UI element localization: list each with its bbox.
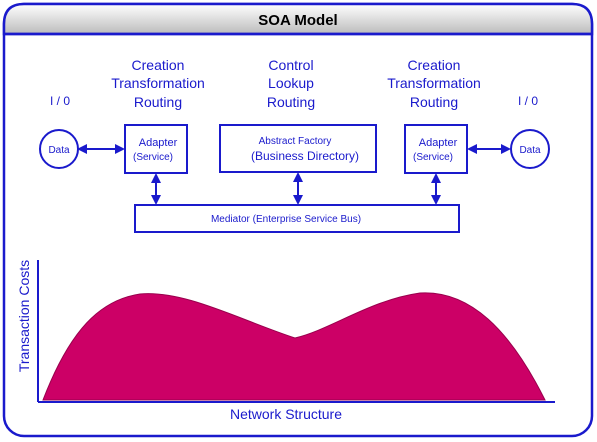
data-right-text: Data	[519, 145, 541, 156]
io-right-label: I / 0	[518, 94, 538, 108]
adapter-right-line2: (Service)	[413, 152, 453, 163]
y-axis-label: Transaction Costs	[16, 260, 32, 372]
x-axis-label: Network Structure	[230, 406, 342, 422]
factory-line2: (Business Directory)	[251, 149, 359, 163]
center-label-1: Control	[268, 57, 313, 73]
left-label-1: Creation	[132, 57, 185, 73]
center-label-3: Routing	[267, 94, 315, 110]
data-left-text: Data	[48, 145, 70, 156]
mediator-box	[134, 204, 460, 233]
title-bar	[2, 2, 594, 36]
adapter-left-line2: (Service)	[133, 152, 173, 163]
data-circle-right	[510, 129, 550, 169]
diagram-title: SOA Model	[258, 12, 337, 29]
adapter-right-box	[404, 124, 468, 174]
io-left-label: I / 0	[50, 94, 70, 108]
mediator-text: Mediator (Enterprise Service Bus)	[211, 214, 361, 225]
abstract-factory-box	[219, 124, 377, 173]
left-label-3: Routing	[134, 94, 182, 110]
adapter-right-line1: Adapter	[419, 137, 458, 149]
right-label-3: Routing	[410, 94, 458, 110]
left-label-2: Transformation	[111, 75, 205, 91]
adapter-left-box	[124, 124, 188, 174]
right-label-2: Transformation	[387, 75, 481, 91]
center-label-2: Lookup	[268, 75, 314, 91]
factory-line1: Abstract Factory	[259, 136, 332, 147]
adapter-left-line1: Adapter	[139, 137, 178, 149]
right-label-1: Creation	[408, 57, 461, 73]
transaction-cost-curve	[42, 292, 546, 401]
